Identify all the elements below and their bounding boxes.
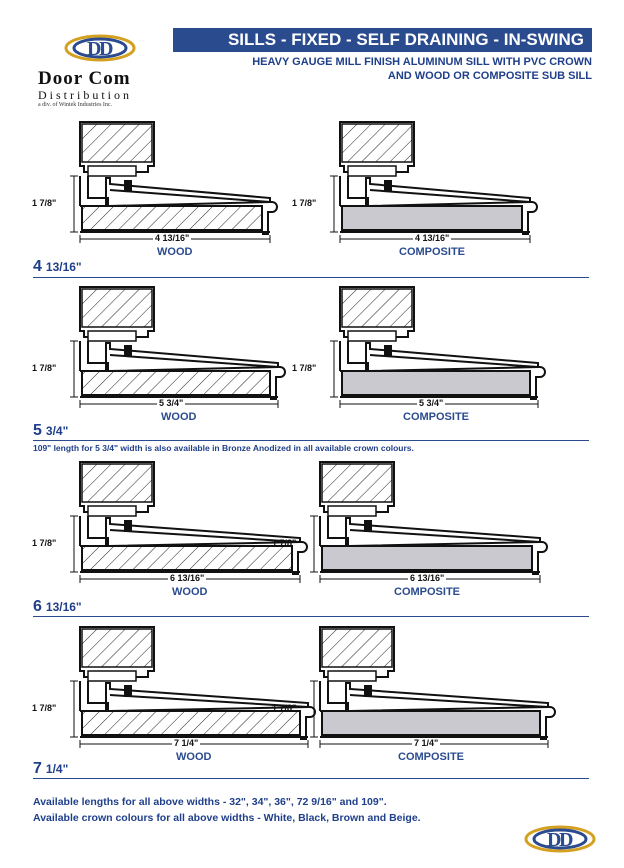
subtitle-line-1: HEAVY GAUGE MILL FINISH ALUMINUM SILL WI…	[252, 56, 592, 68]
material-label: COMPOSITE	[399, 246, 466, 258]
material-label: WOOD	[176, 751, 212, 763]
height-dimension-label: 1 7/8"	[272, 538, 297, 548]
width-heading-whole: 4	[33, 258, 42, 275]
material-label: WOOD	[172, 586, 208, 598]
svg-text:D: D	[99, 38, 113, 60]
material-label: COMPOSITE	[394, 586, 461, 598]
width-heading-fraction: 1/4"	[45, 762, 69, 776]
svg-text:D: D	[547, 829, 561, 851]
sill-composite-0	[330, 121, 538, 243]
width-dimension-label: 5 3/4"	[417, 398, 446, 408]
width-dimension-label: 4 13/16"	[153, 233, 192, 243]
width-heading-fraction: 13/16"	[45, 600, 82, 614]
section-divider	[33, 616, 589, 617]
material-label: WOOD	[161, 411, 197, 423]
width-dimension-label: 7 1/4"	[172, 738, 201, 748]
width-dimension-label: 6 13/16"	[168, 573, 207, 583]
svg-text:D: D	[559, 829, 573, 851]
width-heading-whole: 6	[33, 598, 42, 615]
sill-wood-1	[70, 286, 286, 408]
material-label: COMPOSITE	[398, 751, 465, 763]
section-divider	[33, 440, 589, 441]
footer-logo-icon: D D	[520, 820, 600, 858]
width-dimension-label: 6 13/16"	[408, 573, 447, 583]
width-heading-whole: 7	[33, 760, 42, 777]
subtitle-line-2: AND WOOD OR COMPOSITE SUB SILL	[387, 70, 592, 82]
material-label: WOOD	[157, 246, 193, 258]
logo-tagline: a div. of Wintek Industries Inc.	[38, 102, 113, 108]
height-dimension-label: 1 7/8"	[32, 363, 57, 373]
height-dimension-label: 1 7/8"	[292, 198, 317, 208]
company-logo: D D Door Com Distribution a div. of Wint…	[26, 28, 186, 112]
sill-composite-3	[310, 626, 556, 748]
width-dimension-label: 4 13/16"	[413, 233, 452, 243]
height-dimension-label: 1 7/8"	[32, 538, 57, 548]
sill-wood-2	[70, 461, 308, 583]
height-dimension-label: 1 7/8"	[32, 703, 57, 713]
width-heading-fraction: 3/4"	[45, 424, 69, 438]
width-heading-fraction: 13/16"	[45, 260, 82, 274]
material-label: COMPOSITE	[403, 411, 470, 423]
width-dimension-label: 5 3/4"	[157, 398, 186, 408]
svg-text:D: D	[87, 38, 101, 60]
footer-lengths: Available lengths for all above widths -…	[33, 796, 387, 808]
footer-colours: Available crown colours for all above wi…	[33, 812, 421, 824]
logo-mark-icon: D D	[64, 34, 136, 62]
sill-wood-0	[70, 121, 278, 243]
sill-composite-1	[330, 286, 546, 408]
sill-wood-3	[70, 626, 316, 748]
logo-sub-text: Distribution	[38, 88, 133, 102]
height-dimension-label: 1 7/8"	[32, 198, 57, 208]
page-title: SILLS - FIXED - SELF DRAINING - IN-SWING	[173, 28, 592, 52]
sill-composite-2	[310, 461, 548, 583]
height-dimension-label: 1 7/8"	[292, 363, 317, 373]
section-divider	[33, 277, 589, 278]
height-dimension-label: 1 7/8"	[272, 703, 297, 713]
logo-main-text: Door Com	[38, 68, 131, 89]
width-dimension-label: 7 1/4"	[412, 738, 441, 748]
section-divider	[33, 778, 589, 779]
width-heading-whole: 5	[33, 422, 42, 439]
section-note: 109" length for 5 3/4" width is also ava…	[33, 443, 414, 453]
